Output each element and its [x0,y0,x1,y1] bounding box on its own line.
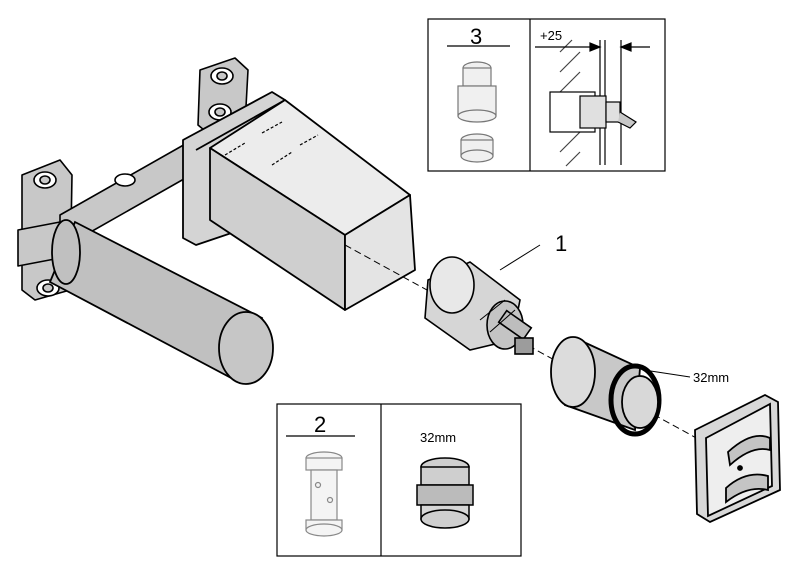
dimension-arrows [535,42,650,52]
sleeve-nut [416,457,474,529]
threaded-sleeve [550,336,662,437]
extension-sleeve [305,451,343,537]
valve-housing-box [182,91,416,311]
callout-part-1: 1 [555,231,567,256]
nut-size-label-inset: 32mm [420,430,456,445]
cartridge-stem [457,61,497,163]
wall-section-drawing [549,39,637,167]
nut-size-label-main: 32mm [693,370,729,385]
cover-plate [694,393,781,524]
leader-lines [499,244,691,378]
callout-part-3: 3 [470,24,482,49]
callout-part-2: 2 [314,412,326,437]
valve-cartridge [424,256,534,355]
dimension-offset-label: +25 [540,28,562,43]
spout-cylinder [48,219,274,385]
